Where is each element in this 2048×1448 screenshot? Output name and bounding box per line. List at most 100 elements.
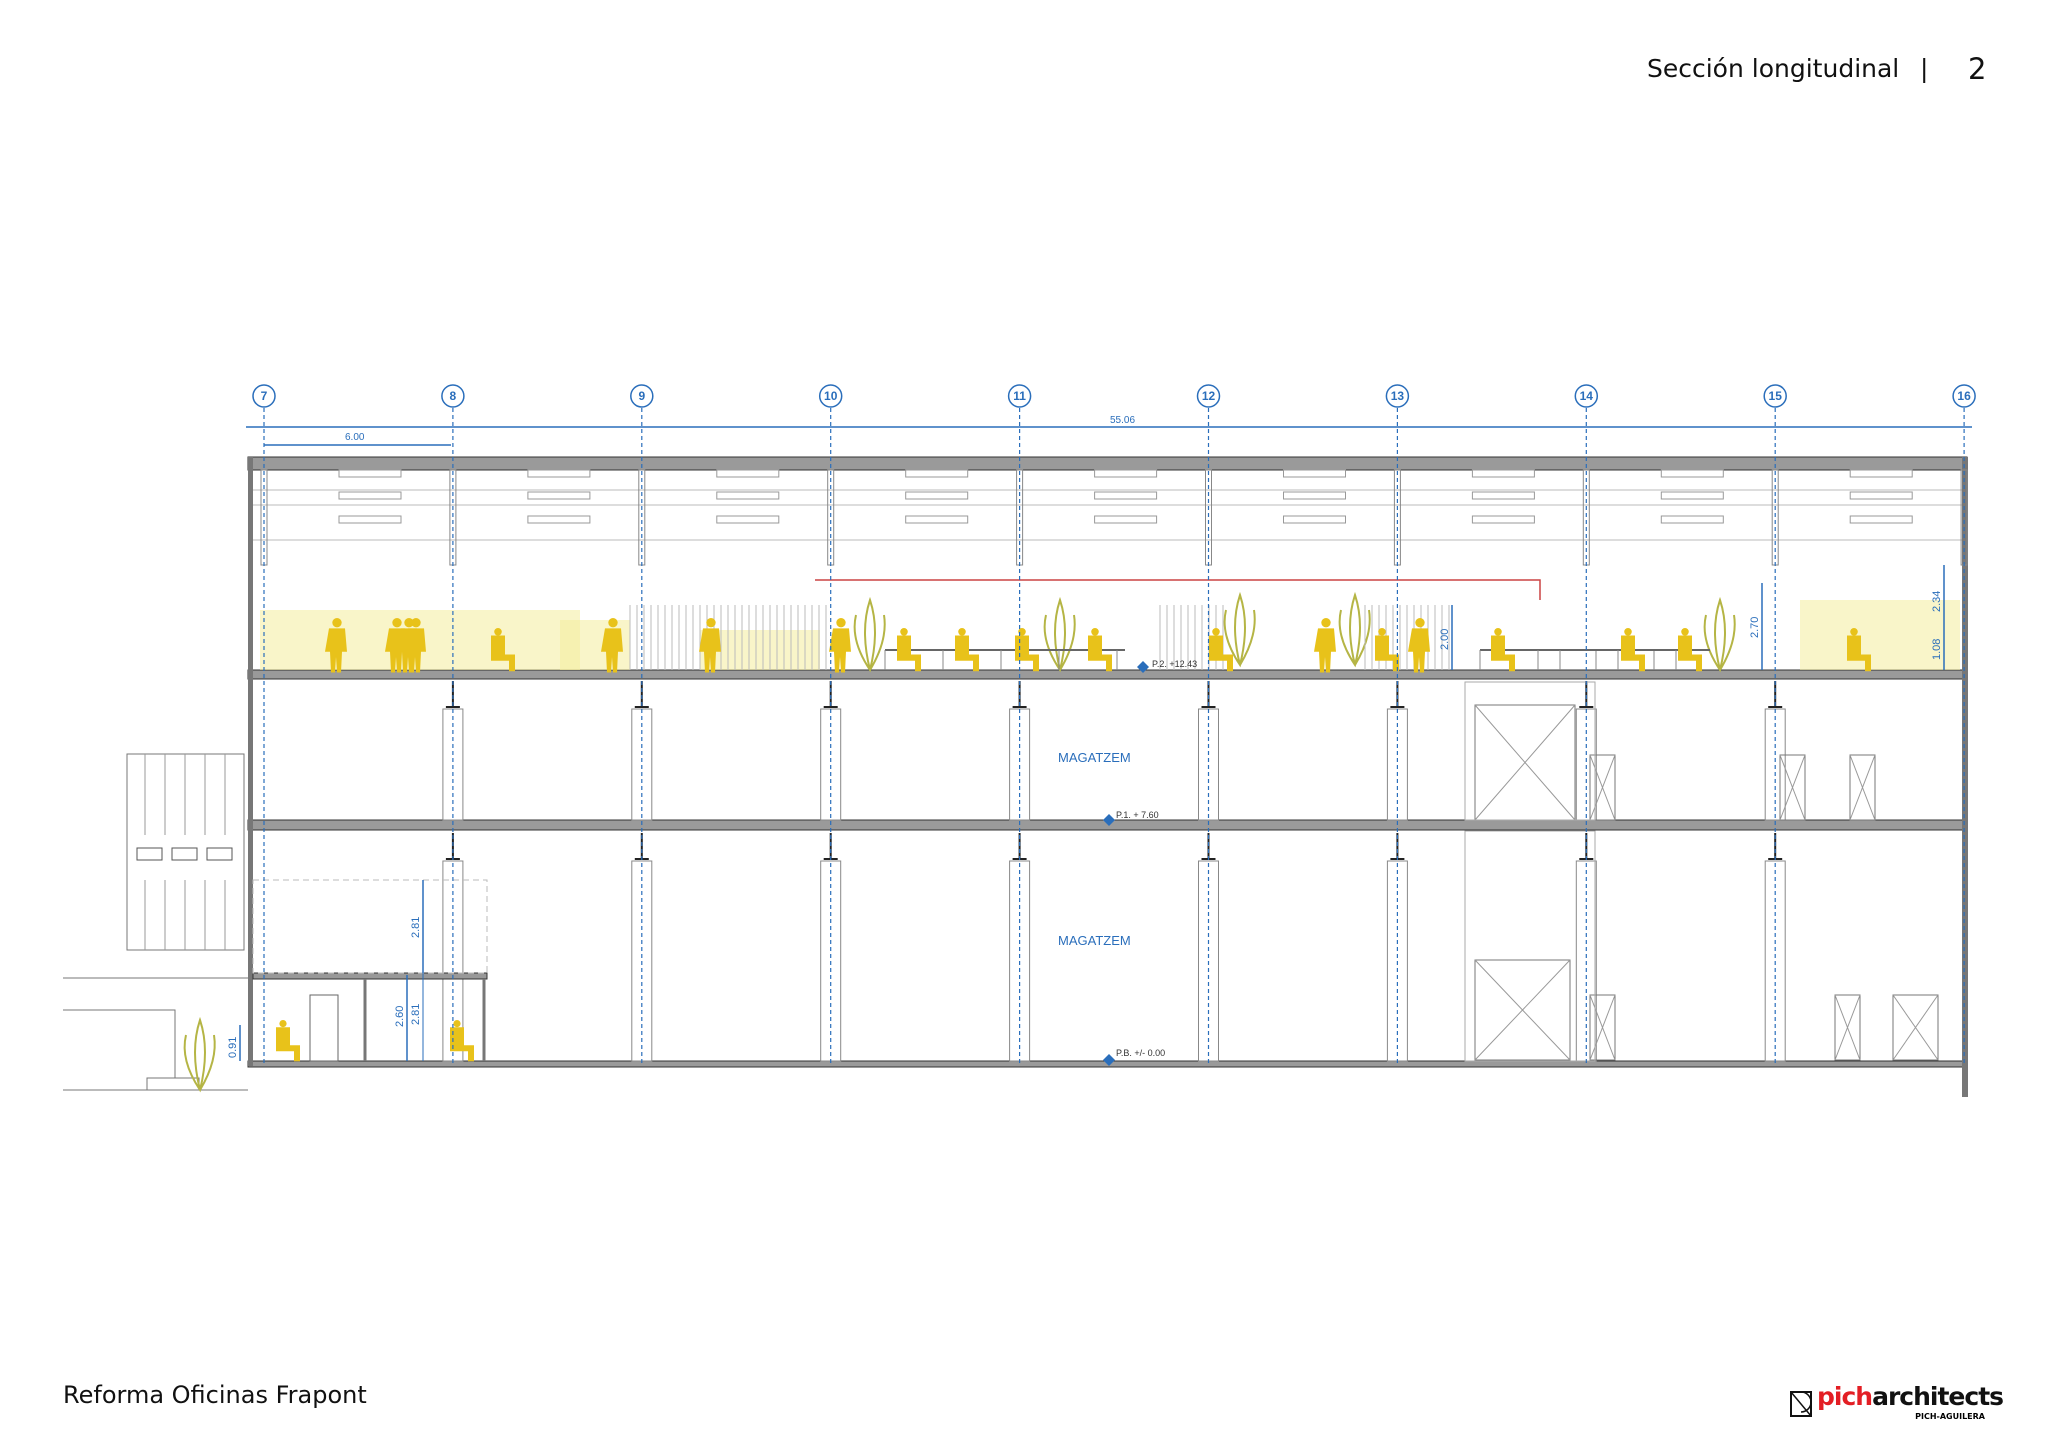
light-fixture xyxy=(1660,515,1724,524)
light-fixture xyxy=(338,491,402,500)
core-outline xyxy=(1464,830,1596,1062)
light-fixture xyxy=(1283,469,1346,478)
head xyxy=(1494,628,1502,636)
light-fixture xyxy=(527,491,591,500)
head xyxy=(392,618,402,628)
body xyxy=(1621,635,1645,672)
person-figure-icon xyxy=(601,618,623,673)
body xyxy=(1408,628,1430,673)
door xyxy=(1589,994,1616,1061)
light-fixture xyxy=(1283,515,1346,524)
light-fixture xyxy=(1849,491,1913,500)
head xyxy=(706,618,716,628)
axis-label-10: 10 xyxy=(824,389,838,403)
light-fixture xyxy=(527,469,591,478)
person-figure-icon xyxy=(325,618,347,673)
exterior-ground xyxy=(63,977,248,1091)
head xyxy=(1624,628,1632,636)
door xyxy=(1834,994,1861,1061)
room-label-ground-floor: MAGATZEM xyxy=(1058,933,1131,948)
door-swing xyxy=(1589,754,1616,821)
light-fixture xyxy=(1660,469,1724,478)
people-figures xyxy=(276,618,1871,1062)
door xyxy=(1589,754,1616,821)
person-figure-icon xyxy=(1088,628,1112,672)
light-fixture xyxy=(905,491,969,500)
head xyxy=(958,628,966,636)
annex-window xyxy=(206,847,233,861)
level-pb: P.B. +/- 0.00 xyxy=(1116,1048,1165,1058)
body xyxy=(699,628,721,673)
door-swing xyxy=(1779,754,1806,821)
logo-mark-icon xyxy=(1790,1391,1812,1417)
light-fixture xyxy=(716,469,780,478)
axis-label-9: 9 xyxy=(638,389,645,403)
axis-bubble xyxy=(252,384,276,408)
body xyxy=(1678,635,1702,672)
body xyxy=(276,1027,300,1062)
head xyxy=(1212,628,1220,636)
body xyxy=(450,1027,474,1062)
annex-window xyxy=(136,847,163,861)
door-swing xyxy=(1474,704,1576,821)
left-wall xyxy=(248,457,253,1066)
sheet-title: Sección longitudinal xyxy=(1647,54,1900,83)
building-structure xyxy=(63,456,1968,1097)
person-figure-icon xyxy=(1314,618,1336,673)
annex-window xyxy=(171,847,198,861)
light-fixture xyxy=(905,515,969,524)
person-figure-icon xyxy=(1621,628,1645,672)
body xyxy=(955,635,979,672)
door-swing xyxy=(1474,959,1571,1061)
company-logo: picharchitects PICH-AGUILERA xyxy=(1789,1382,2004,1422)
annex-upper-dimension: 2.81 xyxy=(410,917,422,938)
body xyxy=(829,628,851,673)
light-fixture xyxy=(1094,515,1158,524)
plant-icon xyxy=(1338,591,1371,668)
light-fixture xyxy=(1849,469,1913,478)
plant-icon xyxy=(1223,591,1256,668)
mezzanine-upper-outline xyxy=(252,879,488,974)
desk-dimension: 2.00 xyxy=(1439,629,1451,650)
annex-clear-dimension: 2.60 xyxy=(394,1006,406,1027)
axis-bubble xyxy=(1763,384,1787,408)
title-separator: | xyxy=(1920,54,1929,83)
annex-total-dimension: 2.81 xyxy=(410,1004,422,1025)
level-p2: P.2. +12.43 xyxy=(1152,659,1197,669)
axis-label-13: 13 xyxy=(1391,389,1405,403)
duct xyxy=(815,579,1541,600)
body xyxy=(1088,635,1112,672)
plant-icon xyxy=(1043,596,1076,673)
person-figure-icon xyxy=(1209,628,1233,672)
person-figure-icon xyxy=(1375,628,1399,672)
sill-dimension: 0.91 xyxy=(227,1037,239,1058)
logo-subtitle: PICH-AGUILERA xyxy=(1915,1412,1985,1421)
person-figure-icon xyxy=(450,1020,474,1062)
upper-height-dimension: 2.70 xyxy=(1749,617,1761,638)
axis-bubble xyxy=(1952,384,1976,408)
light-fixture xyxy=(1660,491,1724,500)
axis-label-12: 12 xyxy=(1202,389,1216,403)
axis-label-8: 8 xyxy=(450,389,457,403)
head xyxy=(1850,628,1858,636)
light-fixture xyxy=(1471,469,1535,478)
person-figure-icon xyxy=(897,628,921,672)
step xyxy=(146,1077,200,1091)
head xyxy=(1415,618,1425,628)
person-figure-icon xyxy=(491,628,515,672)
head xyxy=(1321,618,1331,628)
light-fixture xyxy=(716,491,780,500)
light-fixture xyxy=(1471,515,1535,524)
head xyxy=(404,618,414,628)
person-figure-icon xyxy=(1408,618,1430,673)
axis-bubble xyxy=(1574,384,1599,408)
head xyxy=(494,628,502,636)
door xyxy=(1849,754,1876,821)
floor-slab xyxy=(247,669,1968,680)
body xyxy=(897,635,921,672)
head xyxy=(279,1020,287,1028)
body xyxy=(1209,635,1233,672)
head xyxy=(1378,628,1386,636)
facade-upper-dimension: 2.34 xyxy=(1931,591,1943,612)
